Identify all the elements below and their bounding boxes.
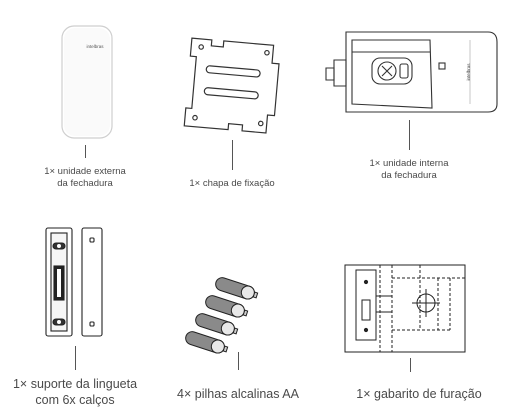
- mounting-plate-leader: [232, 140, 233, 170]
- internal-unit-caption-line1: 1× unidade interna: [369, 158, 449, 169]
- batteries-caption: 4× pilhas alcalinas AA: [163, 387, 313, 403]
- strike-bracket-caption-line1: 1× suporte da lingueta: [12, 377, 138, 391]
- mounting-plate-caption: 1× chapa de fixação: [162, 178, 302, 190]
- drilling-template-leader: [410, 358, 411, 372]
- internal-unit-caption: 1× unidade interna da fechadura: [339, 158, 479, 182]
- drilling-template-caption: 1× gabarito de furação: [344, 387, 494, 403]
- internal-unit-caption-line2: da fechadura: [381, 169, 437, 181]
- batteries-caption-line1: 4× pilhas alcalinas AA: [177, 387, 299, 401]
- strike-bracket-caption-line2: com 6x calços: [35, 392, 115, 407]
- external-unit-logo: intelbras: [86, 44, 104, 49]
- external-unit-caption-line1: 1× unidade externa: [44, 166, 126, 177]
- internal-unit-logo: intelbras: [466, 63, 471, 81]
- strike-bracket-caption: 1× suporte da lingueta com 6x calços: [0, 377, 150, 408]
- mounting-plate-caption-line1: 1× chapa de fixação: [189, 178, 275, 189]
- external-unit-caption: 1× unidade externa da fechadura: [15, 166, 155, 190]
- strike-bracket-leader: [75, 346, 76, 370]
- internal-unit-leader: [409, 120, 410, 150]
- external-unit-leader: [85, 145, 86, 158]
- drilling-template-caption-line1: 1× gabarito de furação: [356, 387, 482, 401]
- batteries-leader: [238, 352, 239, 370]
- external-unit-caption-line2: da fechadura: [57, 177, 113, 189]
